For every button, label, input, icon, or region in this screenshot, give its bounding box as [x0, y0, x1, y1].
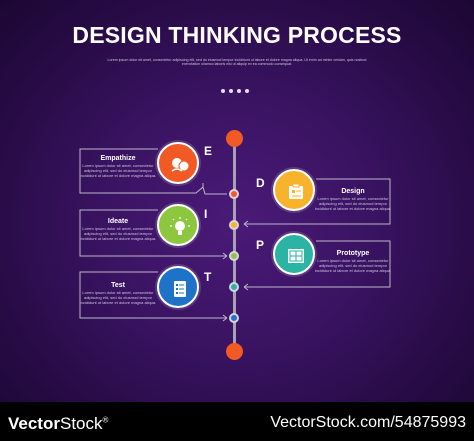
- image-id: VectorStock.com/54875993: [270, 414, 466, 431]
- registered-mark: ®: [102, 415, 109, 425]
- frame-prototype: [244, 240, 391, 288]
- dot: [229, 89, 233, 93]
- dot: [237, 89, 241, 93]
- step-letter-i: I: [204, 207, 208, 221]
- arrow-design: [243, 220, 249, 228]
- step-desc-design: Lorem ipsum dolor sit amet, consectetur …: [314, 196, 392, 211]
- timeline-node-design: [229, 220, 239, 230]
- vectorstock-logo: VectorStock®: [8, 414, 108, 434]
- watermark-bar: VectorStock® VectorStock.com/54875993: [0, 402, 474, 441]
- brand-bold: Vector: [8, 414, 60, 433]
- frame-empathize: [79, 148, 204, 194]
- step-letter-t: T: [204, 270, 212, 284]
- timeline-node-ideate: [229, 251, 239, 261]
- infographic-canvas: DESIGN THINKING PROCESS Lorem ipsum dolo…: [0, 0, 474, 402]
- step-letter-p: P: [256, 238, 265, 252]
- step-circle-empathize: [157, 142, 199, 184]
- checklist-icon: [174, 281, 186, 297]
- timeline-line: [233, 139, 236, 352]
- connector-lines: [79, 148, 391, 322]
- frame-test: [79, 271, 227, 319]
- step-title-empathize: Empathize: [100, 155, 136, 162]
- step-title-test: Test: [111, 282, 125, 289]
- pager-dots: [221, 89, 253, 95]
- timeline-start-dot: [226, 130, 243, 147]
- blueprint-icon: [288, 249, 304, 263]
- timeline-node-test: [229, 313, 239, 323]
- frame-design: [244, 178, 391, 225]
- design-board-icon: [289, 183, 303, 199]
- frame-ideate: [79, 209, 227, 257]
- arrow-empathize: [202, 186, 227, 195]
- step-circle-test: [157, 266, 199, 308]
- step-circle-prototype: [273, 233, 315, 275]
- step-letter-d: D: [256, 176, 265, 190]
- people-talking-icon: [171, 158, 190, 172]
- step-letter-e: E: [204, 144, 213, 158]
- timeline-end-dot: [226, 343, 243, 360]
- page-title: DESIGN THINKING PROCESS: [72, 22, 402, 48]
- dot: [221, 89, 225, 93]
- subtitle-text: Lorem ipsum dolor sit amet, consectetur …: [107, 58, 367, 67]
- step-desc-ideate: Lorem ipsum dolor sit amet, consectetur …: [79, 226, 157, 241]
- step-circle-design: [273, 169, 315, 211]
- brand-rest: Stock: [59, 414, 103, 433]
- lightbulb-icon: [170, 217, 190, 235]
- step-circle-ideate: [157, 204, 199, 246]
- step-title-design: Design: [341, 188, 365, 195]
- arrow-test: [222, 314, 228, 322]
- step-desc-prototype: Lorem ipsum dolor sit amet, consectetur …: [314, 258, 392, 273]
- arrow-prototype: [243, 283, 249, 291]
- dot: [245, 89, 249, 93]
- step-desc-test: Lorem ipsum dolor sit amet, consectetur …: [79, 290, 157, 305]
- arrow-ideate: [222, 252, 228, 260]
- timeline-node-prototype: [229, 282, 239, 292]
- step-title-ideate: Ideate: [107, 218, 129, 225]
- timeline-node-empathize: [229, 189, 239, 199]
- step-title-prototype: Prototype: [336, 250, 370, 257]
- step-desc-empathize: Lorem ipsum dolor sit amet, consectetur …: [79, 163, 157, 178]
